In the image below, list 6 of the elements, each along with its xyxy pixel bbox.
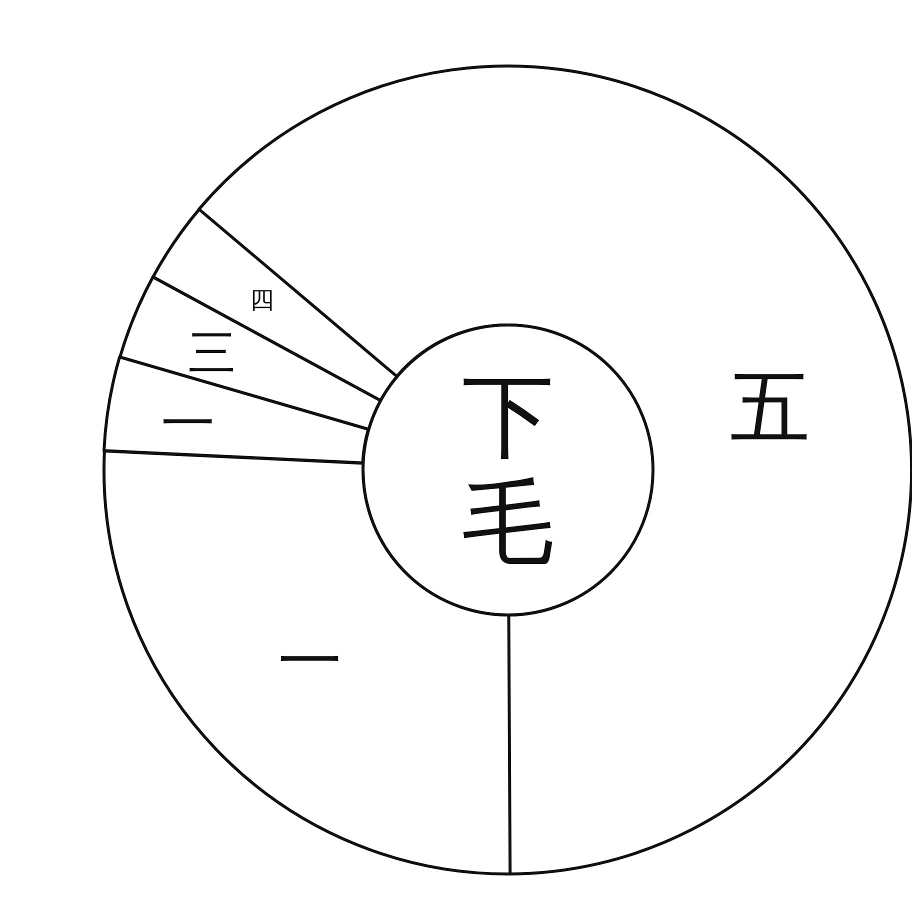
sector-label: 五: [730, 368, 810, 448]
sector-label: 三: [188, 328, 236, 377]
sector-label: 四: [250, 288, 274, 312]
sector-label: 一: [160, 396, 215, 451]
center-label: 下毛: [461, 364, 555, 576]
sector-label: 一: [278, 630, 342, 694]
